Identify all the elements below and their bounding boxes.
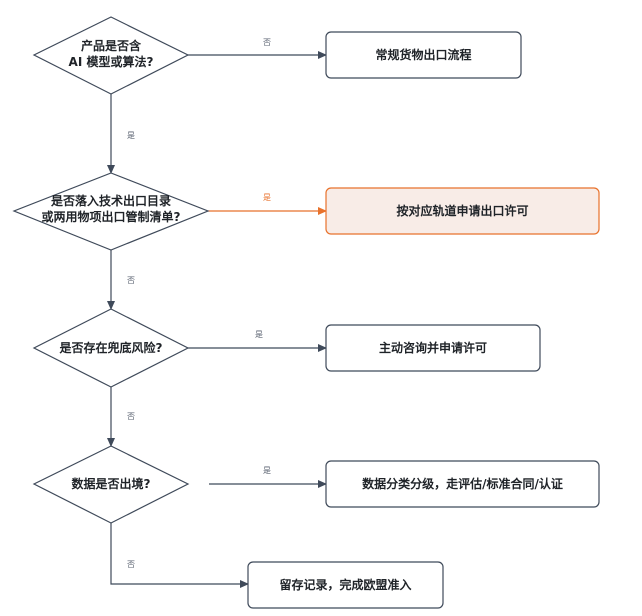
- edge-label-d3-b3: 是: [255, 330, 263, 339]
- box-1-shape: [325, 31, 522, 79]
- box-3: 主动咨询并申请许可: [325, 324, 541, 372]
- decision-2-line1: 是否落入技术出口目录: [50, 193, 171, 208]
- box-1-label: 常规货物出口流程: [375, 47, 471, 62]
- box-4: 数据分类分级，走评估/标准合同/认证: [325, 460, 600, 508]
- decision-4-line1: 数据是否出境?: [72, 476, 151, 491]
- box-2-shape: [325, 187, 600, 235]
- decision-4: 数据是否出境?: [32, 445, 190, 524]
- decision-3-line1: 是否存在兜底风险?: [59, 340, 163, 355]
- decision-3-shape: [32, 308, 190, 388]
- decision-2-line2: 或两用物项出口管制清单?: [42, 209, 181, 224]
- edge-label-d1-d2: 是: [127, 131, 135, 140]
- box-5-shape: [247, 561, 444, 609]
- box-5-label: 留存记录，完成欧盟准入: [279, 577, 411, 592]
- edges: [107, 51, 327, 588]
- edge-d4-b5: [110, 523, 249, 588]
- edge-label-d2-b2: 是: [263, 193, 271, 202]
- edge-label-d1-b1: 否: [263, 38, 271, 47]
- decision-1-shape: [32, 16, 190, 95]
- box-3-shape: [325, 324, 541, 372]
- box-1: 常规货物出口流程: [325, 31, 522, 79]
- edge-label-d4-b4: 是: [263, 466, 271, 475]
- box-2: 按对应轨道申请出口许可: [325, 187, 600, 235]
- decision-3: 是否存在兜底风险?: [32, 308, 190, 388]
- edge-label-d2-d3: 否: [127, 276, 135, 285]
- edge-labels: 否 是 是 否 是 否 是 否: [127, 38, 271, 569]
- decision-4-shape: [32, 445, 190, 524]
- decision-1: 产品是否含 AI 模型或算法?: [32, 16, 190, 95]
- decision-1-line2: AI 模型或算法?: [69, 54, 154, 69]
- box-2-label: 按对应轨道申请出口许可: [396, 203, 528, 218]
- edge-label-d3-d4: 否: [127, 412, 135, 421]
- box-3-label: 主动咨询并申请许可: [379, 340, 487, 355]
- decision-1-line1: 产品是否含: [81, 38, 142, 53]
- box-4-label: 数据分类分级，走评估/标准合同/认证: [362, 476, 563, 491]
- decision-2: 是否落入技术出口目录 或两用物项出口管制清单?: [12, 172, 210, 251]
- edge-label-d4-b5: 否: [127, 560, 135, 569]
- box-5: 留存记录，完成欧盟准入: [247, 561, 444, 609]
- decision-2-shape: [12, 172, 210, 251]
- box-4-shape: [325, 460, 600, 508]
